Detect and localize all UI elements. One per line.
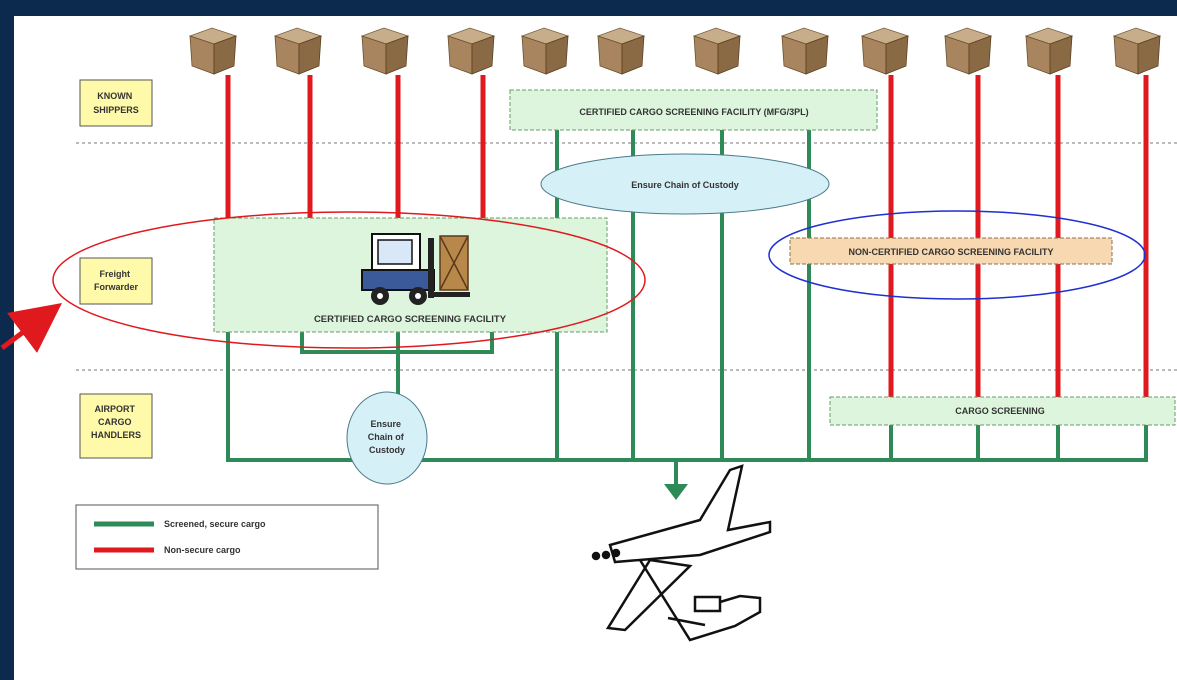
- chain-of-custody-oval-top: [540, 153, 830, 215]
- airport-handlers-box: [79, 393, 153, 459]
- known-shippers-label: KNOWN SHIPPERS: [93, 91, 139, 115]
- chain-of-custody-oval-bottom: [346, 391, 428, 485]
- box-icon: [189, 27, 237, 75]
- cargo-screening-label: CARGO SCREENING: [955, 406, 1045, 416]
- known-shippers-box: [79, 79, 153, 127]
- certified-mfg-box: [509, 89, 878, 131]
- box-icon: [521, 27, 569, 75]
- box-icon: [447, 27, 495, 75]
- highlight-oval-blue: [768, 210, 1146, 300]
- box-icon: [361, 27, 409, 75]
- legend-secure-label: Screened, secure cargo: [164, 519, 266, 529]
- certified-mfg-label: CERTIFIED CARGO SCREENING FACILITY (MFG/…: [579, 107, 808, 117]
- down-arrow-icon: [664, 484, 688, 500]
- box-icon: [861, 27, 909, 75]
- freight-forwarder-box: [79, 257, 153, 305]
- legend-box: [75, 504, 379, 570]
- box-icon: [944, 27, 992, 75]
- box-icons: [189, 27, 1161, 75]
- box-icon: [1113, 27, 1161, 75]
- legend-non-secure-label: Non-secure cargo: [164, 545, 241, 555]
- freight-forwarder-label: Freight Forwarder: [94, 269, 139, 292]
- box-icon: [693, 27, 741, 75]
- forklift-icon: [361, 233, 470, 305]
- chain-of-custody-bottom-label: Ensure Chain of Custody: [368, 419, 407, 455]
- highlight-oval-red: [52, 211, 646, 349]
- box-icon: [597, 27, 645, 75]
- airplane-icon: [591, 464, 772, 642]
- box-icon: [781, 27, 829, 75]
- non-certified-box: [789, 237, 1113, 265]
- cargo-screening-box: [829, 396, 1176, 426]
- box-icon: [274, 27, 322, 75]
- non-certified-label: NON-CERTIFIED CARGO SCREENING FACILITY: [848, 247, 1053, 257]
- certified-forwarder-label: CERTIFIED CARGO SCREENING FACILITY: [314, 314, 507, 325]
- box-icon: [1025, 27, 1073, 75]
- red-arrow-icon: [0, 303, 62, 353]
- airport-handlers-label: AIRPORT CARGO HANDLERS: [91, 404, 141, 440]
- chain-of-custody-top-label: Ensure Chain of Custody: [631, 180, 739, 190]
